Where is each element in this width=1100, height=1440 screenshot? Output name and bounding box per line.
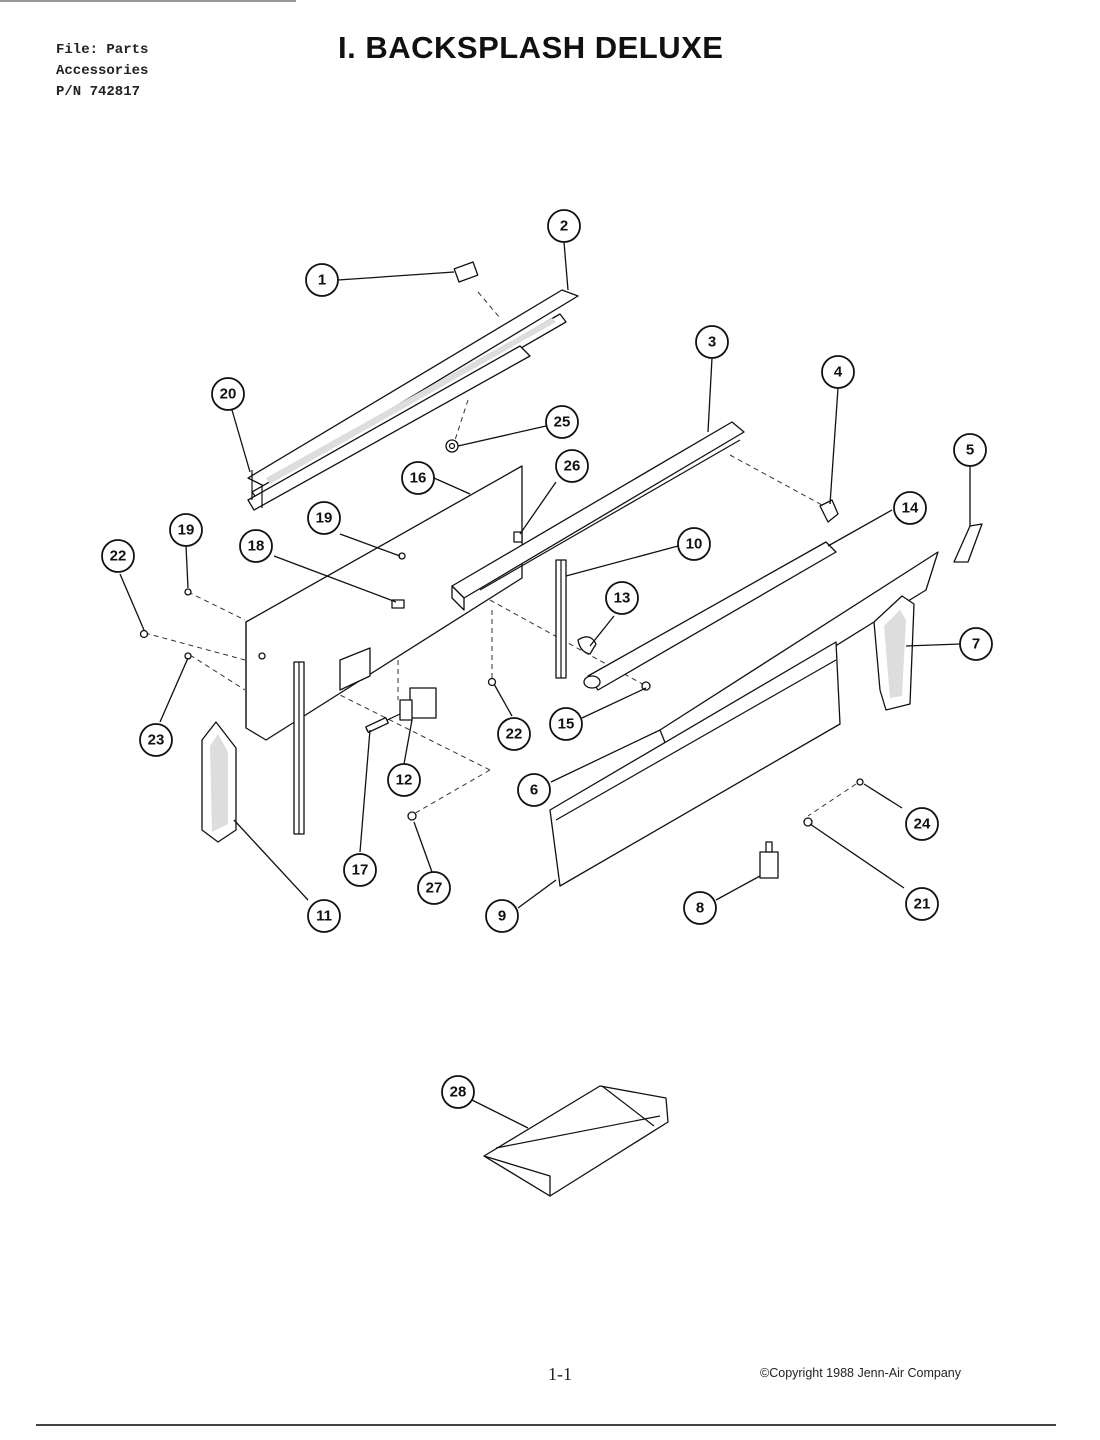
callout-15: 15 — [549, 707, 583, 741]
screw-part — [258, 652, 266, 660]
callout-label: 16 — [410, 470, 427, 487]
callout-label: 23 — [148, 732, 165, 749]
callout-label: 8 — [696, 900, 704, 917]
callout-7: 7 — [959, 627, 993, 661]
callout-label: 20 — [220, 386, 237, 403]
screw-part — [184, 588, 192, 596]
callout-label: 6 — [530, 782, 538, 799]
callout-label: 9 — [498, 908, 506, 925]
corner-bracket — [819, 499, 839, 523]
callout-27: 27 — [417, 871, 451, 905]
callout-label: 24 — [914, 816, 931, 833]
file-info: File: Parts Accessories P/N 742817 — [56, 40, 148, 103]
callout-19-left: 19 — [169, 513, 203, 547]
callout-13: 13 — [605, 581, 639, 615]
callout-18: 18 — [239, 529, 273, 563]
callout-label: 18 — [248, 538, 265, 555]
callout-10: 10 — [677, 527, 711, 561]
callout-19-right: 19 — [307, 501, 341, 535]
callout-label: 1 — [318, 272, 326, 289]
callout-label: 14 — [902, 500, 919, 517]
callout-label: 26 — [564, 458, 581, 475]
callout-label: 19 — [178, 522, 195, 539]
callout-label: 21 — [914, 896, 931, 913]
front-panel — [659, 551, 939, 751]
callout-21: 21 — [905, 887, 939, 921]
callout-label: 25 — [554, 414, 571, 431]
callout-23: 23 — [139, 723, 173, 757]
screw-part — [641, 681, 651, 691]
callout-22-left: 22 — [101, 539, 135, 573]
callout-24: 24 — [905, 807, 939, 841]
bracket-part — [513, 531, 523, 543]
callout-16: 16 — [401, 461, 435, 495]
callout-label: 7 — [972, 636, 980, 653]
end-cap-left — [201, 721, 237, 843]
callout-label: 27 — [426, 880, 443, 897]
screw-part — [487, 677, 497, 687]
lamp-holder — [577, 636, 597, 655]
callout-label: 22 — [110, 548, 127, 565]
callout-9: 9 — [485, 899, 519, 933]
callout-28: 28 — [441, 1075, 475, 1109]
callout-label: 4 — [834, 364, 843, 381]
lower-cover — [549, 641, 841, 887]
callout-12: 12 — [387, 763, 421, 797]
callout-3: 3 — [695, 325, 729, 359]
top-rule — [0, 0, 296, 2]
screw-part — [139, 629, 149, 639]
bottom-rule — [36, 1424, 1056, 1426]
screw-part — [856, 778, 864, 786]
file-info-line: File: Parts — [56, 42, 149, 58]
callout-label: 15 — [558, 716, 575, 733]
callout-17: 17 — [343, 853, 377, 887]
callout-8: 8 — [683, 891, 717, 925]
page-number: 1-1 — [548, 1364, 572, 1384]
callout-label: 17 — [352, 862, 369, 879]
callout-25: 25 — [545, 405, 579, 439]
callout-14: 14 — [893, 491, 927, 525]
callout-4: 4 — [821, 355, 855, 389]
callout-label: 22 — [506, 726, 523, 743]
callout-2: 2 — [547, 209, 581, 243]
callout-label: 12 — [396, 772, 413, 789]
file-info-line: Accessories — [56, 63, 149, 79]
envelope-part — [483, 1085, 669, 1197]
small-bar-part — [365, 716, 389, 734]
rear-channel — [451, 421, 745, 611]
clip-part — [453, 261, 479, 283]
callout-11: 11 — [307, 899, 341, 933]
page-title: I. BACKSPLASH DELUXE — [338, 30, 724, 65]
bracket-part — [391, 599, 405, 609]
top-trim-rail — [247, 289, 579, 511]
support-posts — [293, 559, 567, 835]
file-info-line: P/N 742817 — [56, 84, 141, 100]
callout-label: 19 — [316, 510, 333, 527]
callout-6: 6 — [517, 773, 551, 807]
callout-26: 26 — [555, 449, 589, 483]
switch-part — [759, 841, 779, 879]
callout-label: 11 — [316, 908, 332, 925]
end-cap-right — [953, 523, 983, 563]
callout-label: 13 — [614, 590, 631, 607]
callout-1: 1 — [305, 263, 339, 297]
callout-label: 10 — [686, 536, 703, 553]
screw-part — [407, 811, 417, 821]
light-tube — [583, 541, 837, 691]
copyright-notice: ©Copyright 1988 Jenn-Air Company — [760, 1366, 961, 1380]
callout-22-center: 22 — [497, 717, 531, 751]
callout-label: 28 — [450, 1084, 467, 1101]
callout-label: 3 — [708, 334, 716, 351]
leader-lines — [119, 241, 971, 1129]
callout-5: 5 — [953, 433, 987, 467]
grommet-part — [445, 439, 459, 453]
callout-20: 20 — [211, 377, 245, 411]
callout-label: 2 — [560, 218, 568, 235]
left-back-panel — [245, 465, 523, 741]
callout-label: 5 — [966, 442, 974, 459]
